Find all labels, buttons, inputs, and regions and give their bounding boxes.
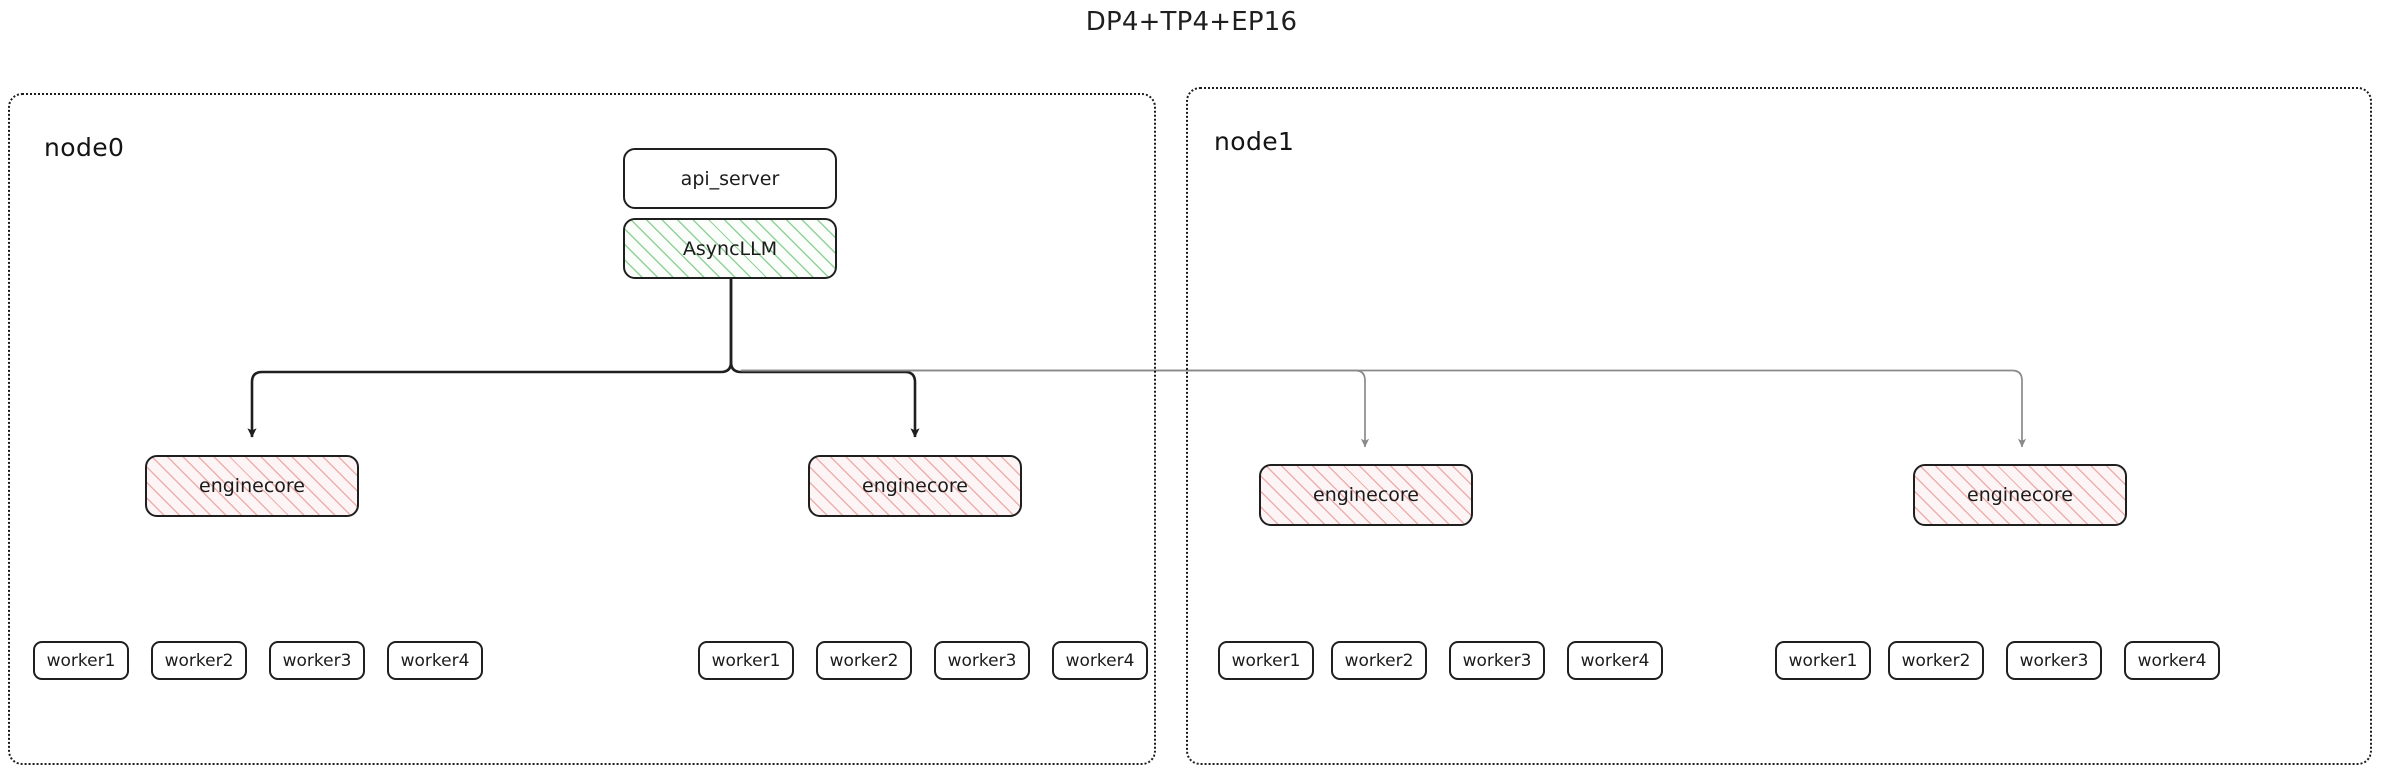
node-worker-node0-g1-1[interactable]: worker1 <box>33 641 129 680</box>
node-enginecore-node1-2[interactable]: enginecore <box>1913 464 2127 526</box>
node-worker-node1-g1-3[interactable]: worker3 <box>1449 641 1545 680</box>
cluster-node0-label: node0 <box>44 133 125 162</box>
node-api-server[interactable]: api_server <box>623 148 837 209</box>
node-enginecore-node0-2[interactable]: enginecore <box>808 455 1022 517</box>
node-worker-node0-g2-1[interactable]: worker1 <box>698 641 794 680</box>
node-worker-node1-g1-4[interactable]: worker4 <box>1567 641 1663 680</box>
node-worker-node0-g1-3[interactable]: worker3 <box>269 641 365 680</box>
cluster-node0[interactable] <box>8 93 1156 765</box>
node-enginecore-node0-1[interactable]: enginecore <box>145 455 359 517</box>
page-title: DP4+TP4+EP16 <box>1085 7 1298 37</box>
node-worker-node1-g1-2[interactable]: worker2 <box>1331 641 1427 680</box>
node-worker-node1-g1-1[interactable]: worker1 <box>1218 641 1314 680</box>
node-worker-node1-g2-2[interactable]: worker2 <box>1888 641 1984 680</box>
node-worker-node0-g1-2[interactable]: worker2 <box>151 641 247 680</box>
cluster-node1-label: node1 <box>1214 127 1295 156</box>
node-worker-node1-g2-1[interactable]: worker1 <box>1775 641 1871 680</box>
node-worker-node0-g2-4[interactable]: worker4 <box>1052 641 1148 680</box>
node-worker-node1-g2-4[interactable]: worker4 <box>2124 641 2220 680</box>
node-worker-node0-g2-2[interactable]: worker2 <box>816 641 912 680</box>
node-worker-node1-g2-3[interactable]: worker3 <box>2006 641 2102 680</box>
node-asyncllm[interactable]: AsyncLLM <box>623 218 837 279</box>
node-worker-node0-g2-3[interactable]: worker3 <box>934 641 1030 680</box>
node-worker-node0-g1-4[interactable]: worker4 <box>387 641 483 680</box>
node-enginecore-node1-1[interactable]: enginecore <box>1259 464 1473 526</box>
cluster-node1[interactable] <box>1186 87 2372 765</box>
